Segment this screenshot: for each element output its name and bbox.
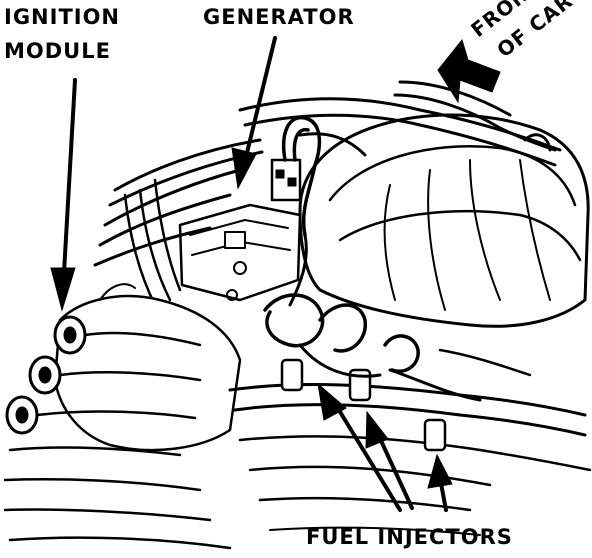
front-of-car-label: FRONT OF CAR bbox=[466, 0, 577, 62]
intake-manifold bbox=[238, 80, 590, 328]
injector-pointer-arrow-icon-1 bbox=[317, 382, 402, 512]
generator-pointer-arrow-icon bbox=[231, 36, 277, 190]
ignition-label-line1: IGNITION bbox=[4, 5, 120, 29]
ignition-module bbox=[3, 283, 242, 550]
injector-pointer-arrow-icon-2 bbox=[365, 410, 414, 510]
ignition-pointer-arrow-icon bbox=[50, 78, 77, 312]
ignition-label-line2: MODULE bbox=[4, 39, 111, 63]
fuel-injectors-label: FUEL INJECTORS bbox=[306, 525, 513, 549]
front-of-car-arrow-icon bbox=[437, 38, 501, 104]
fuel-rail bbox=[228, 293, 592, 536]
generator-label: GENERATOR bbox=[203, 5, 355, 29]
injector-pointer-arrow-icon-3 bbox=[427, 453, 453, 512]
